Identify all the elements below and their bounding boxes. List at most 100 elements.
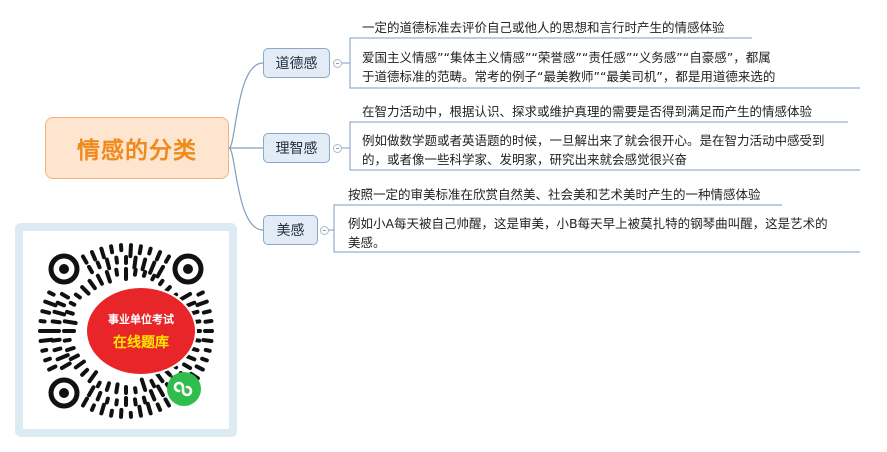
leaf-detail-intellectual: 例如做数学题或者英语题的时候，一旦解出来了就会很开心。是在智力活动中感受到 的，… xyxy=(362,131,857,169)
detail-line: 爱国主义情感”“集体主义情感”“荣誉感”“责任感”“义务感”“自豪感”，都属 xyxy=(362,50,771,65)
detail-line: 例如小A每天被自己帅醒，这是审美，小B每天早上被莫扎特的钢琴曲叫醒，这是艺术的 xyxy=(348,216,828,231)
badge-line2: 在线题库 xyxy=(113,334,169,351)
detail-line: 美感。 xyxy=(348,235,386,250)
qr-dash xyxy=(68,300,77,307)
qr-dash xyxy=(137,404,143,418)
qr-dash xyxy=(68,353,80,362)
qr-dash xyxy=(201,338,214,343)
leaf-definition-aesthetic: 按照一定的审美标准在欣赏自然美、社会美和艺术美时产生的一种情感体验 xyxy=(348,187,761,202)
root-node-title: 情感的分类 xyxy=(77,138,197,164)
qr-dash xyxy=(150,273,157,282)
qr-dash xyxy=(114,382,120,395)
badge-line1: 事业单位考试 xyxy=(108,312,174,326)
qr-dash xyxy=(99,246,106,260)
qr-dash xyxy=(163,397,171,408)
detail-line: 的，或者像一些科学家、发明家，研究出来就会感觉很兴奋 xyxy=(362,152,688,167)
qr-dash xyxy=(203,347,212,353)
finder-eye-icon xyxy=(48,253,204,409)
branch-node-aesthetic-sense[interactable]: 美感 xyxy=(263,215,318,245)
qr-dash xyxy=(81,396,89,408)
qr-dash xyxy=(50,337,62,343)
qr-dash xyxy=(65,309,75,316)
qr-dash xyxy=(104,270,112,284)
qr-dash xyxy=(104,257,112,271)
qr-dash xyxy=(65,345,76,353)
qr-dash xyxy=(137,244,143,256)
detail-line: 例如做数学题或者英语题的时候，一旦解出来了就会很开心。是在智力活动中感受到 xyxy=(362,133,825,148)
qr-dash xyxy=(155,371,165,384)
leaf-detail-moral: 爱国主义情感”“集体主义情感”“荣誉感”“责任感”“义务感”“自豪感”，都属 于… xyxy=(362,48,857,86)
qr-dash xyxy=(201,309,212,315)
qr-dash xyxy=(104,381,112,392)
qr-dash xyxy=(87,264,94,275)
qr-dash xyxy=(81,254,89,265)
qr-dash xyxy=(141,270,148,278)
leaf-definition-moral: 一定的道德标准去评价自己或他人的思想和言行时产生的情感体验 xyxy=(362,20,725,35)
mini-program-logo-icon xyxy=(167,372,201,406)
qr-dash xyxy=(47,290,56,297)
qr-dash xyxy=(132,267,138,277)
root-node-emotion-classification[interactable]: 情感的分类 xyxy=(45,117,229,179)
collapse-toggle-icon[interactable] xyxy=(333,59,342,68)
qr-dash xyxy=(43,299,58,308)
branch-node-intellectual-sense[interactable]: 理智感 xyxy=(263,133,330,163)
qr-center-badge: 事业单位考试 在线题库 xyxy=(85,286,197,376)
qr-dash xyxy=(114,255,119,265)
qr-dash xyxy=(194,364,205,372)
qr-dash xyxy=(73,292,82,300)
qr-dash xyxy=(133,397,138,407)
qr-dash xyxy=(43,356,52,363)
qr-dash xyxy=(95,273,104,286)
qr-dash xyxy=(114,267,120,277)
branch-label: 道德感 xyxy=(275,56,318,72)
qr-dash xyxy=(95,380,102,389)
qr-dash xyxy=(196,290,205,297)
qr-dash xyxy=(147,246,153,256)
qr-dash xyxy=(200,356,209,363)
qr-dash xyxy=(59,361,72,370)
qr-dash xyxy=(59,292,70,300)
qr-dash xyxy=(99,402,106,416)
qr-dash xyxy=(139,377,148,392)
qr-dash xyxy=(154,250,163,262)
qr-dash xyxy=(155,402,163,412)
qr-dash xyxy=(95,390,103,402)
qr-dash xyxy=(145,401,153,416)
qr-dash xyxy=(52,346,63,353)
qr-dash xyxy=(38,337,54,343)
qr-dash xyxy=(109,408,114,418)
collapse-toggle-icon[interactable] xyxy=(333,144,342,153)
collapse-toggle-icon[interactable] xyxy=(320,226,329,235)
qr-dash xyxy=(155,264,165,279)
qr-dash xyxy=(73,359,86,370)
qr-dash xyxy=(156,384,165,398)
branch-node-moral-sense[interactable]: 道德感 xyxy=(263,48,330,78)
qr-dash xyxy=(114,398,119,407)
qr-dash xyxy=(149,378,157,389)
qr-dash xyxy=(40,347,49,353)
qr-dash xyxy=(109,244,115,255)
qr-dash xyxy=(148,389,157,402)
qr-dash xyxy=(148,260,157,275)
qr-dash xyxy=(55,300,67,308)
qr-dash xyxy=(179,292,193,301)
qr-dash xyxy=(203,319,214,324)
qr-dash xyxy=(128,243,134,259)
qr-dash xyxy=(89,250,98,262)
qr-dash xyxy=(80,367,90,377)
qr-dash xyxy=(195,299,209,308)
qr-dash xyxy=(164,254,171,264)
qr-dash xyxy=(140,257,148,272)
qr-dash xyxy=(95,260,102,270)
qr-dash xyxy=(141,395,148,405)
qr-dash xyxy=(40,309,52,315)
qr-dash xyxy=(52,309,67,317)
qr-dash xyxy=(87,385,96,398)
leaf-detail-aesthetic: 例如小A每天被自己帅醒，这是审美，小B每天早上被莫扎特的钢琴曲叫醒，这是艺术的 … xyxy=(348,214,858,252)
qr-dash xyxy=(104,396,110,405)
qr-dash xyxy=(55,353,70,362)
qr-dash xyxy=(182,362,193,370)
qr-dash xyxy=(133,386,138,395)
leaf-definition-intellectual: 在智力活动中，根据认识、探求或维护真理的需要是否得到满足而产生的情感体验 xyxy=(362,104,813,119)
